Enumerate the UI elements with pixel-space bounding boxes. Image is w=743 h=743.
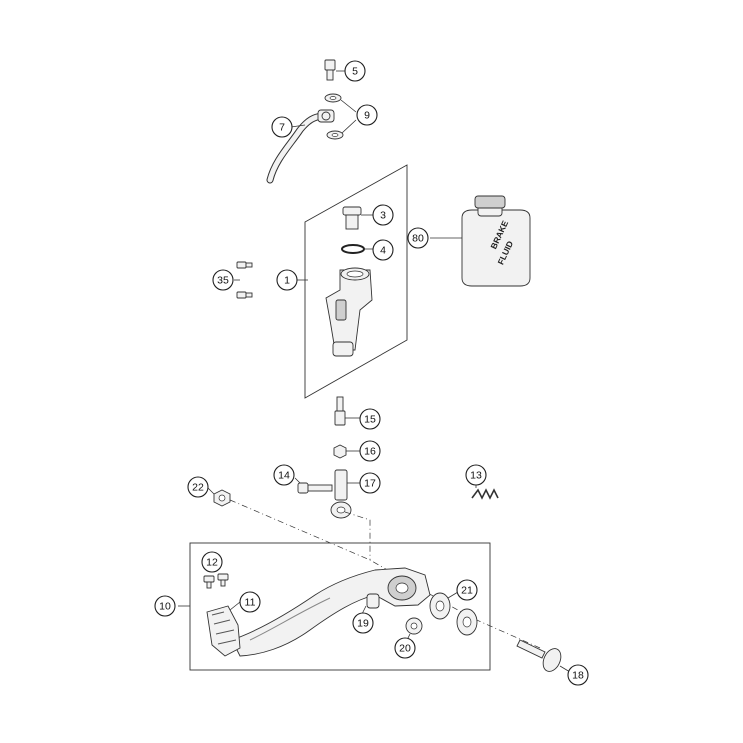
part-pedal-nut (207, 487, 231, 507)
callout-circle (154, 595, 176, 617)
callout-number: 13 (470, 470, 482, 482)
callout-number: 20 (399, 643, 411, 655)
callout-circle (465, 464, 487, 486)
part-return-spring (471, 484, 499, 500)
part-pivot-bolt (516, 639, 571, 673)
callout-20: 20 (394, 637, 416, 659)
callout-circle (201, 551, 223, 573)
callout-number: 21 (461, 585, 473, 597)
callout-3: 3 (372, 204, 394, 226)
part-o-ring (341, 244, 374, 254)
callout-35: 35 (212, 269, 234, 291)
callout-circle (276, 269, 298, 291)
callout-circle (456, 579, 478, 601)
callout-circle (212, 269, 234, 291)
part-bearings (429, 591, 478, 636)
callout-number: 22 (192, 482, 204, 494)
part-clevis (330, 469, 360, 519)
callout-number: 7 (279, 122, 285, 134)
callout-number: 5 (352, 66, 358, 78)
callout-80: 80 (407, 227, 429, 249)
callout-1: 1 (276, 269, 298, 291)
part-clevis-pin (294, 477, 333, 494)
axis-line-clevis (344, 511, 371, 560)
callout-7: 7 (271, 116, 293, 138)
callout-number: 11 (245, 597, 256, 609)
part-push-rod (334, 396, 360, 426)
part-sealing-rings (324, 93, 357, 140)
callout-circle (394, 637, 416, 659)
callout-circle (187, 476, 209, 498)
callout-number: 15 (364, 414, 376, 426)
callout-number: 17 (364, 478, 376, 490)
callout-17: 17 (359, 472, 381, 494)
callout-16: 16 (359, 440, 381, 462)
part-brake-line (266, 109, 335, 184)
callout-11: 11 (239, 591, 261, 613)
callout-19: 19 (352, 612, 374, 634)
callout-number: 12 (206, 557, 218, 569)
callout-circle (359, 472, 381, 494)
part-screws (234, 261, 253, 299)
part-banjo-bolt (324, 59, 345, 81)
part-brake-fluid-bottle: BRAKE FLUID (430, 195, 531, 287)
callout-circle (352, 612, 374, 634)
callout-circle (407, 227, 429, 249)
callout-number: 18 (572, 670, 584, 682)
callout-10: 10 (154, 595, 176, 617)
callout-number: 10 (159, 601, 171, 613)
part-bushing (361, 593, 380, 615)
part-nut (333, 444, 360, 459)
brake-pedal-group-frame (189, 542, 491, 671)
part-master-cylinder (297, 267, 373, 357)
callout-circle (359, 440, 381, 462)
callout-12: 12 (201, 551, 223, 573)
callout-circle (372, 204, 394, 226)
callout-18: 18 (567, 664, 589, 686)
callout-number: 1 (284, 275, 290, 287)
callout-number: 3 (380, 210, 386, 222)
callout-circle (356, 104, 378, 126)
callout-circle (239, 591, 261, 613)
master-cylinder-group-frame (304, 164, 408, 399)
callout-number: 14 (278, 470, 290, 482)
part-brake-pedal (178, 567, 431, 657)
callout-circle (359, 408, 381, 430)
callout-15: 15 (359, 408, 381, 430)
callout-number: 4 (380, 245, 386, 257)
callout-circle (567, 664, 589, 686)
callout-9: 9 (356, 104, 378, 126)
callout-14: 14 (273, 464, 295, 486)
callout-circle (273, 464, 295, 486)
callout-22: 22 (187, 476, 209, 498)
callout-5: 5 (344, 60, 366, 82)
callout-number: 16 (364, 446, 376, 458)
part-reservoir-connector (342, 206, 374, 230)
callout-21: 21 (456, 579, 478, 601)
callout-circle (372, 239, 394, 261)
callout-circle (344, 60, 366, 82)
part-step-plate-screws (203, 573, 229, 589)
part-washer (405, 617, 423, 641)
callout-number: 19 (357, 618, 369, 630)
callout-circle (271, 116, 293, 138)
callout-number: 9 (364, 110, 370, 122)
callout-13: 13 (465, 464, 487, 486)
callout-number: 35 (217, 275, 229, 287)
callout-number: 80 (412, 233, 424, 245)
callout-4: 4 (372, 239, 394, 261)
